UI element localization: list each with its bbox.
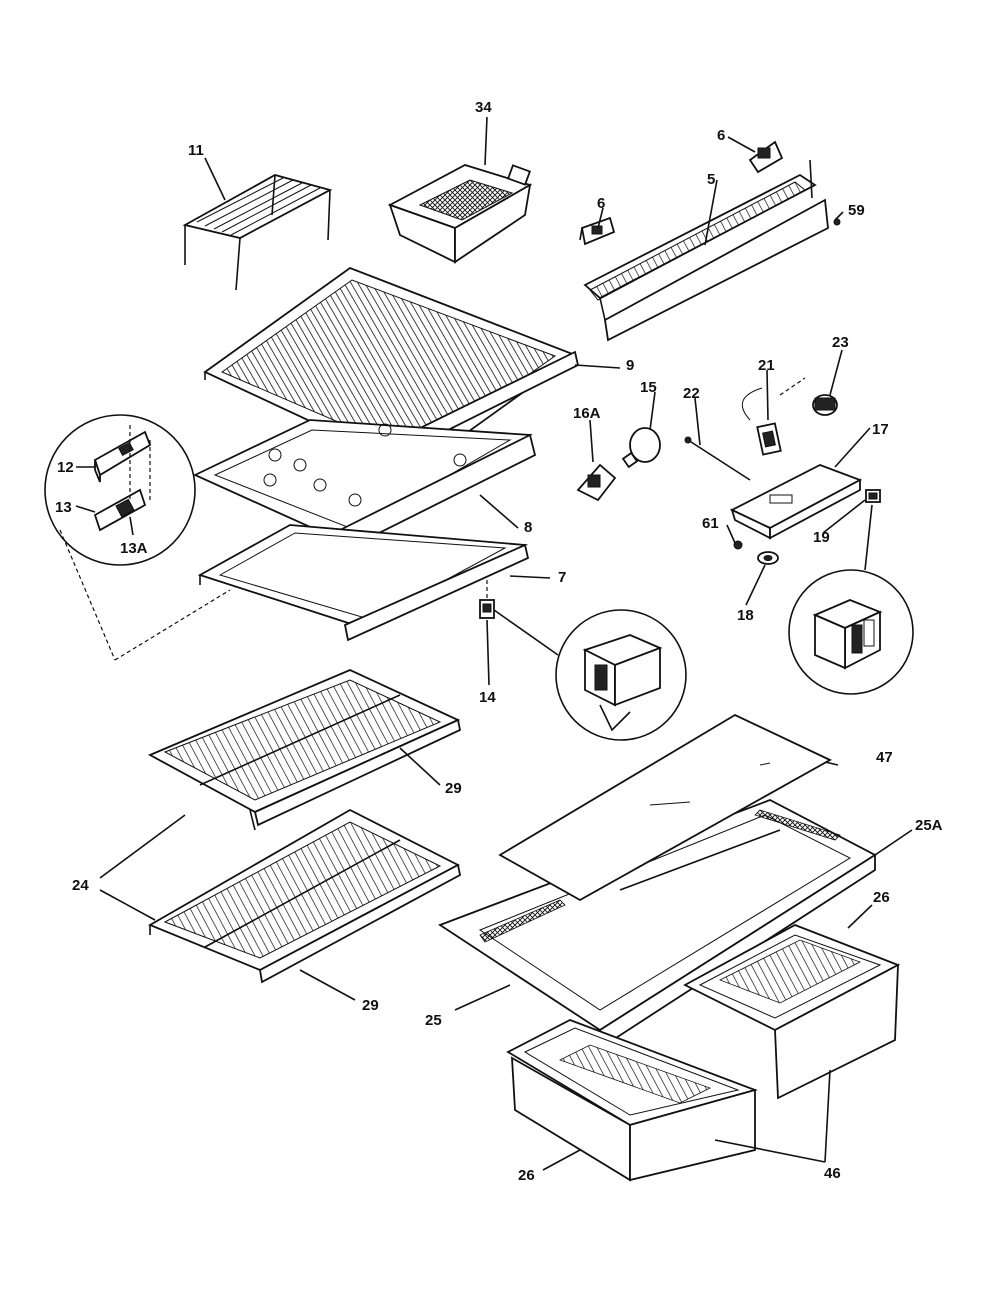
part-23-thermostat	[812, 394, 838, 416]
part-16a-socket	[576, 463, 617, 502]
part-15-bulb	[621, 427, 661, 469]
part-18-grommet	[757, 551, 779, 565]
detail-circle-switch	[788, 569, 914, 695]
part-24-wire-shelf-lower	[147, 808, 462, 984]
part-17-light-housing	[729, 464, 863, 540]
callout-22: 22	[683, 385, 700, 402]
leader-damper-circle	[493, 609, 559, 656]
callout-29-lower: 29	[362, 997, 379, 1014]
part-7-cover-panel	[197, 524, 530, 642]
part-26-crisper-drawer-right	[683, 924, 901, 1100]
callout-47: 47	[876, 749, 893, 766]
callout-26-right: 26	[873, 889, 890, 906]
callout-46: 46	[824, 1165, 841, 1182]
detail-circle-damper	[555, 609, 687, 741]
part-5-control-panel	[579, 140, 841, 342]
part-11-wire-shelf	[182, 174, 333, 291]
callout-61: 61	[702, 515, 719, 532]
part-24-wire-shelf-upper	[147, 669, 462, 831]
part-19-switch-small	[865, 489, 881, 503]
part-34-ice-bin	[387, 164, 533, 264]
callout-19: 19	[813, 529, 830, 546]
callout-26-left: 26	[518, 1167, 535, 1184]
part-8-freezer-floor	[192, 419, 537, 557]
part-26-crisper-drawer-left	[506, 1019, 758, 1182]
part-14-damper	[479, 580, 495, 619]
callout-24: 24	[72, 877, 89, 894]
callout-29-upper: 29	[445, 780, 462, 797]
callout-23: 23	[832, 334, 849, 351]
callout-25a: 25A	[915, 817, 943, 834]
callout-6-lower: 6	[597, 195, 605, 212]
part-21-switch	[741, 377, 806, 456]
callout-11: 11	[188, 142, 204, 159]
callout-34: 34	[475, 99, 492, 116]
callout-12: 12	[57, 459, 74, 476]
callout-14: 14	[479, 689, 496, 706]
callout-25: 25	[425, 1012, 442, 1029]
callout-8: 8	[524, 519, 532, 536]
callout-6-upper: 6	[717, 127, 725, 144]
callout-5: 5	[707, 171, 715, 188]
part-61-screw	[733, 540, 743, 550]
part-47-glass-top	[498, 713, 832, 902]
leader-switch-circle	[864, 504, 873, 571]
callout-13a: 13A	[120, 540, 148, 557]
callout-15: 15	[640, 379, 657, 396]
leader-lines	[75, 116, 913, 1171]
part-25-crisper-frame	[438, 799, 877, 1047]
leader-dashed-bins	[114, 589, 231, 661]
callout-16a: 16A	[573, 405, 601, 422]
part-22-rod	[684, 436, 751, 481]
callout-17: 17	[872, 421, 889, 438]
callout-18: 18	[737, 607, 754, 624]
callout-labels: 11 34 6 5 6 59 9 15 22 21 23 16A 17 12 1…	[55, 99, 943, 1184]
detail-circle-bins	[44, 414, 196, 566]
callout-7: 7	[558, 569, 566, 586]
callout-21: 21	[758, 357, 775, 374]
callout-13: 13	[55, 499, 72, 516]
callout-59: 59	[848, 202, 865, 219]
callout-9: 9	[626, 357, 634, 374]
